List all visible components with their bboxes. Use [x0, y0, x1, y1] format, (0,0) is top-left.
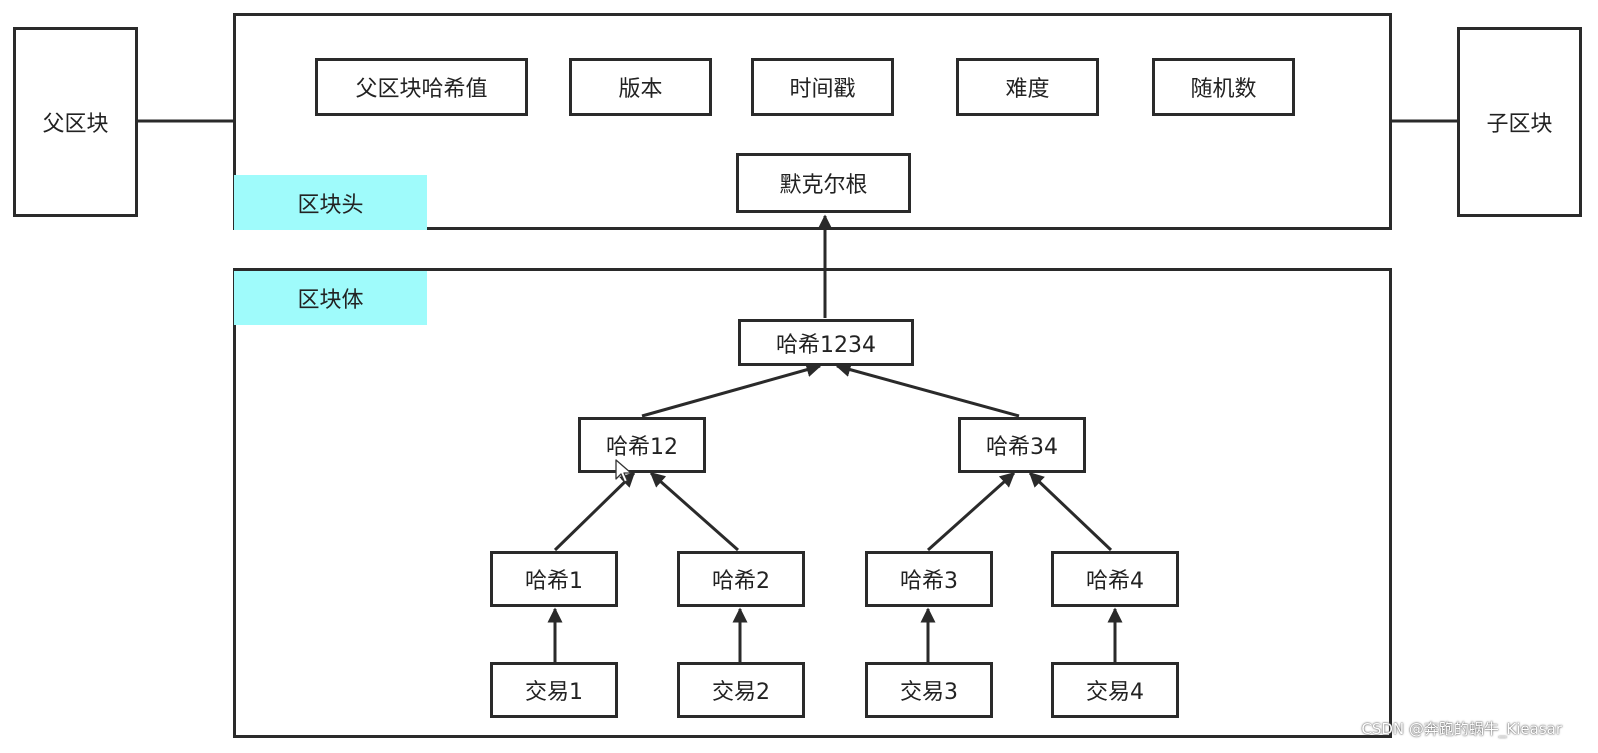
watermark: CSDN @奔跑的蜗牛_Kieasar	[1361, 720, 1562, 738]
hash-2-label: 哈希2	[712, 569, 770, 594]
hash-1234-label: 哈希1234	[776, 332, 876, 358]
hash-1-label: 哈希1	[525, 569, 583, 594]
hash-1-node: 哈希1	[490, 551, 618, 607]
block-body-tag: 区块体	[234, 271, 427, 325]
tx-2-label: 交易2	[712, 680, 770, 705]
hash-1234-node: 哈希1234	[738, 319, 914, 366]
hash-3-label: 哈希3	[900, 569, 958, 594]
timestamp-label: 时间戳	[789, 77, 856, 102]
hash-2-node: 哈希2	[677, 551, 805, 607]
difficulty-field: 难度	[956, 58, 1099, 116]
hash-34-node: 哈希34	[958, 417, 1086, 473]
timestamp-field: 时间戳	[751, 58, 894, 116]
block-body-label: 区块体	[297, 288, 364, 313]
arrow-hash12-to-hash1234	[641, 362, 822, 418]
hash-3-node: 哈希3	[865, 551, 993, 607]
arrow-hash4-to-hash34	[1028, 471, 1113, 552]
tx-3-node: 交易3	[865, 662, 993, 718]
version-field: 版本	[569, 58, 712, 116]
hash-12-label: 哈希12	[606, 435, 678, 460]
tx-4-label: 交易4	[1086, 680, 1144, 705]
child-block-label: 子区块	[1486, 112, 1553, 137]
version-label: 版本	[618, 77, 663, 102]
block-header-label: 区块头	[297, 192, 364, 218]
block-header-frame	[233, 13, 1392, 230]
arrow-hash3-to-hash34	[926, 471, 1016, 552]
merkle-root-node: 默克尔根	[736, 153, 911, 213]
hash-12-node: 哈希12	[578, 417, 706, 473]
nonce-field: 随机数	[1152, 58, 1295, 116]
parent-block-label: 父区块	[42, 112, 109, 137]
arrow-hash34-to-hash1234	[835, 362, 1020, 418]
tx-1-label: 交易1	[525, 680, 583, 705]
arrow-hash2-to-hash12	[649, 471, 739, 552]
tx-4-node: 交易4	[1051, 662, 1179, 718]
child-block: 子区块	[1457, 27, 1582, 217]
merkle-root-label: 默克尔根	[779, 173, 868, 198]
mouse-pointer-icon	[615, 459, 632, 483]
hash-34-label: 哈希34	[986, 435, 1058, 460]
tx-2-node: 交易2	[677, 662, 805, 718]
hash-4-label: 哈希4	[1086, 569, 1144, 594]
difficulty-label: 难度	[1005, 77, 1050, 102]
arrow-hash1-to-hash12	[553, 471, 636, 552]
block-header-tag: 区块头	[234, 175, 427, 230]
nonce-label: 随机数	[1190, 77, 1257, 102]
tx-1-node: 交易1	[490, 662, 618, 718]
parent-block: 父区块	[13, 27, 138, 217]
block-body-frame	[233, 268, 1392, 738]
hash-4-node: 哈希4	[1051, 551, 1179, 607]
tx-3-label: 交易3	[900, 680, 958, 705]
prev-hash-label: 父区块哈希值	[355, 77, 488, 102]
prev-hash-field: 父区块哈希值	[315, 58, 528, 116]
